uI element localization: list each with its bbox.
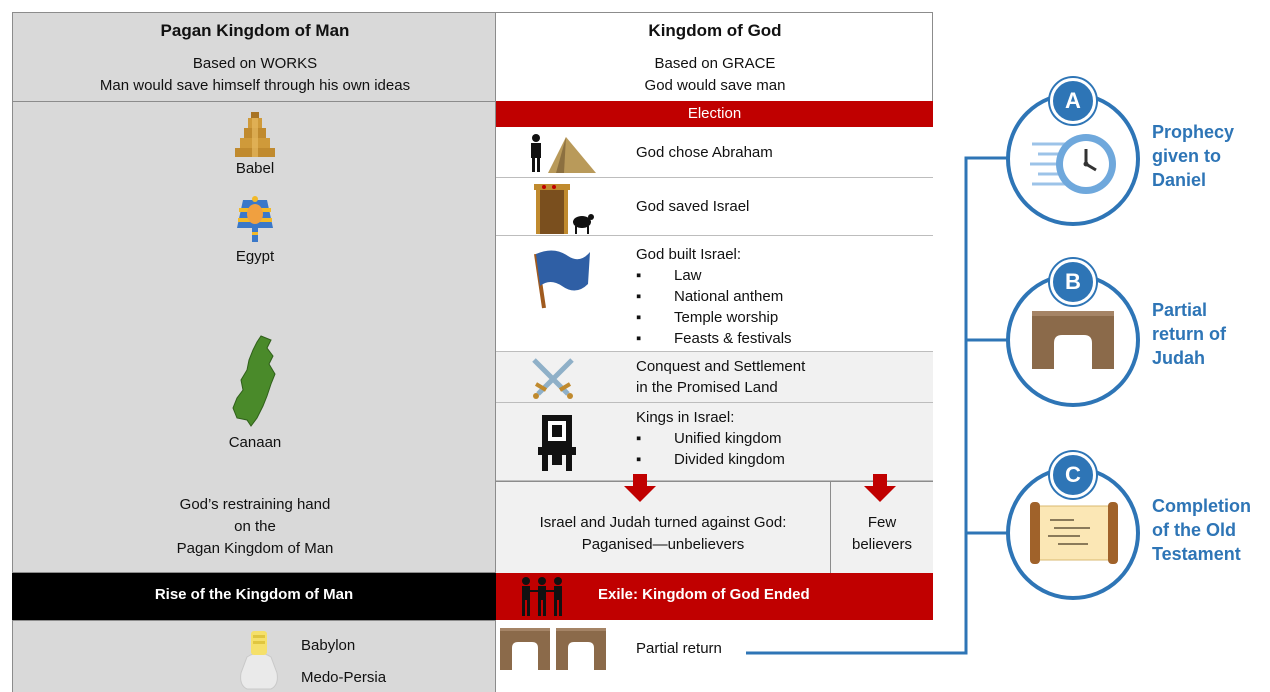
gate-icon: [500, 628, 606, 670]
restraint-line-1: God’s restraining hand: [179, 496, 331, 513]
timeline-badge-b: B: [1050, 259, 1096, 305]
election-label: Election: [687, 105, 742, 122]
medo-persia-label: Medo-Persia: [301, 669, 387, 686]
passover-door-icon: [534, 184, 594, 234]
built-heading: God built Israel:: [636, 246, 742, 263]
saved-text: God saved Israel: [636, 198, 750, 215]
kings-item-unified: Unified kingdom: [636, 428, 785, 449]
timeline-label-a: Prophecy given to Daniel: [1152, 120, 1234, 192]
pagan-subtitle-1: Based on WORKS: [192, 55, 318, 72]
abraham-row: God chose Abraham: [496, 127, 933, 178]
pagan-title: Pagan Kingdom of Man: [160, 21, 350, 40]
down-arrow-icon: [864, 474, 896, 502]
timeline-connector: [746, 156, 1012, 655]
built-item-temple: Temple worship: [636, 307, 792, 328]
gate-icon: [1032, 311, 1114, 369]
conquest-row: Conquest and Settlement in the Promised …: [496, 352, 933, 403]
god-header: Kingdom of God Based on GRACE God would …: [495, 12, 933, 102]
pagan-body: Babel Egypt Canaan God’s restraining han…: [12, 101, 496, 573]
ziggurat-icon: [235, 112, 275, 157]
rise-banner: Rise of the Kingdom of Man: [12, 573, 496, 620]
built-text: God built Israel: Law National anthem Te…: [636, 244, 792, 349]
god-title: Kingdom of God: [648, 21, 782, 40]
partial-label: Partial return: [636, 640, 722, 657]
abraham-tent-icon: [531, 134, 596, 173]
statue-icon: [240, 631, 278, 690]
captives-icon: [522, 577, 562, 616]
election-banner: Election: [496, 101, 933, 127]
pagan-header: Pagan Kingdom of Man Based on WORKS Man …: [12, 12, 496, 102]
canaan-label: Canaan: [228, 434, 282, 451]
down-arrow-icon: [624, 474, 656, 502]
scroll-icon: [1030, 502, 1118, 564]
few-line-2: believers: [851, 536, 913, 553]
built-item-law: Law: [636, 265, 792, 286]
conquest-line-2: in the Promised Land: [636, 379, 778, 396]
kings-heading: Kings in Israel:: [636, 409, 735, 426]
timeline-label-c-3: Testament: [1152, 544, 1241, 564]
turned-line-1: Israel and Judah turned against God:: [539, 514, 787, 531]
timeline-label-c-2: of the Old: [1152, 520, 1236, 540]
few-divider: [830, 482, 831, 574]
saved-row: God saved Israel: [496, 178, 933, 236]
exile-banner: Exile: Kingdom of God Ended: [496, 573, 933, 620]
timeline-badge-a: A: [1050, 78, 1096, 124]
timeline-label-c-1: Completion: [1152, 496, 1251, 516]
partial-row: Partial return: [496, 620, 933, 692]
kings-text: Kings in Israel: Unified kingdom Divided…: [636, 407, 785, 470]
timeline-label-c: Completion of the Old Testament: [1152, 494, 1251, 566]
canaan-map-icon: [232, 335, 276, 427]
egypt-label: Egypt: [235, 248, 275, 265]
timeline-label-b-1: Partial: [1152, 300, 1208, 320]
turned-line-2: Paganised—unbelievers: [581, 536, 745, 553]
empires-section: Babylon Medo-Persia: [12, 620, 496, 692]
abraham-text: God chose Abraham: [636, 144, 773, 161]
timeline-label-b-3: Judah: [1152, 348, 1206, 368]
restraint-line-2: on the: [234, 518, 276, 535]
exile-label: Exile: Kingdom of God Ended: [598, 586, 810, 603]
babylon-label: Babylon: [301, 637, 356, 654]
built-item-feasts: Feasts & festivals: [636, 328, 792, 349]
flag-icon: [534, 250, 590, 309]
timeline-badge-c: C: [1050, 452, 1096, 498]
kings-row: Kings in Israel: Unified kingdom Divided…: [496, 403, 933, 481]
god-subtitle-2: God would save man: [644, 77, 786, 94]
babel-label: Babel: [235, 160, 275, 177]
timeline-label-a-3: Daniel: [1152, 170, 1207, 190]
clock-icon: [1030, 134, 1116, 194]
built-item-anthem: National anthem: [636, 286, 792, 307]
turned-row: Israel and Judah turned against God: Pag…: [496, 474, 933, 574]
conquest-line-1: Conquest and Settlement: [636, 358, 806, 375]
timeline-label-b: Partial return of Judah: [1152, 298, 1226, 370]
built-row: God built Israel: Law National anthem Te…: [496, 236, 933, 352]
god-subtitle-1: Based on GRACE: [654, 55, 776, 72]
rise-label: Rise of the Kingdom of Man: [154, 586, 354, 603]
conquest-text: Conquest and Settlement in the Promised …: [636, 356, 805, 398]
pagan-subtitle-2: Man would save himself through his own i…: [99, 77, 411, 94]
timeline-label-b-2: return of: [1152, 324, 1226, 344]
kings-list: Unified kingdom Divided kingdom: [636, 428, 785, 470]
crossed-swords-icon: [532, 358, 574, 399]
kings-item-divided: Divided kingdom: [636, 449, 785, 470]
throne-icon: [538, 415, 576, 471]
few-line-1: Few: [867, 514, 897, 531]
restraint-line-3: Pagan Kingdom of Man: [176, 540, 334, 557]
pharaoh-icon: [237, 196, 273, 242]
built-list: Law National anthem Temple worship Feast…: [636, 265, 792, 349]
timeline-label-a-1: Prophecy: [1152, 122, 1235, 142]
timeline-label-a-2: given to: [1152, 146, 1222, 166]
